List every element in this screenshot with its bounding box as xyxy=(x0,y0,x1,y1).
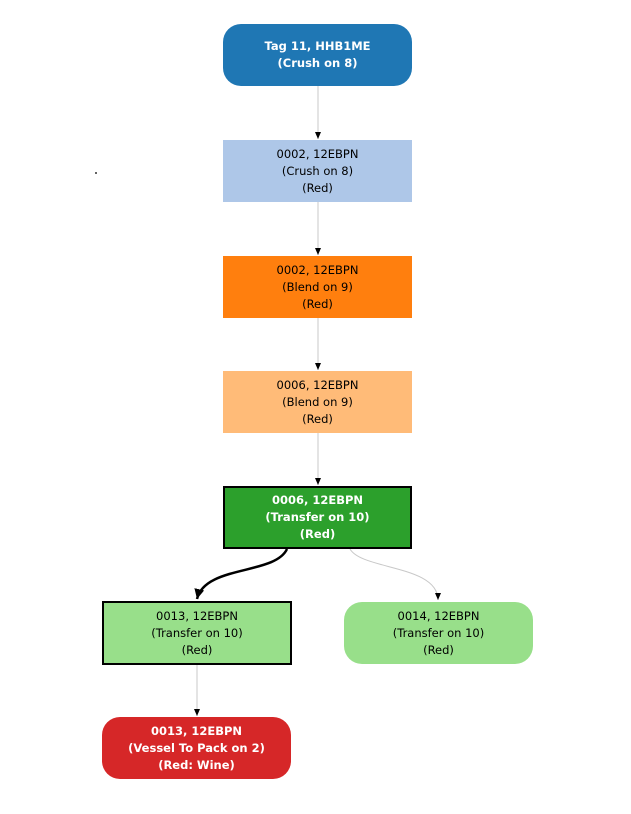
node-label-line3: (Red: Wine) xyxy=(158,757,235,772)
node-label-line2: (Transfer on 10) xyxy=(151,625,243,640)
node-label-line1: 0002, 12EBPN xyxy=(276,146,359,161)
node-label-line1: 0013, 12EBPN xyxy=(150,723,243,738)
node-label-line3: (Red) xyxy=(302,180,333,195)
node-label-line3: (Red) xyxy=(299,527,336,541)
node-label-line1: 0006, 12EBPN xyxy=(271,493,364,507)
node-label-line2: (Blend on 9) xyxy=(282,394,353,409)
edge-n4-n5 xyxy=(194,548,289,600)
node-label-line3: (Red) xyxy=(181,642,213,657)
node-label-line1: 0013, 12EBPN xyxy=(156,608,238,623)
node-label-line2: (Transfer on 10) xyxy=(392,625,485,640)
node-0002-blend[interactable]: 0002, 12EBPN (Blend on 9) (Red) xyxy=(223,256,412,318)
node-label-line1: 0006, 12EBPN xyxy=(276,377,359,392)
node-label-line3: (Red) xyxy=(423,642,454,657)
node-label-line2: (Crush on 8) xyxy=(281,163,354,178)
node-label-line3: (Red) xyxy=(302,296,333,311)
node-0006-transfer[interactable]: 0006, 12EBPN (Transfer on 10) (Red) xyxy=(223,486,412,549)
node-label-line2: (Blend on 9) xyxy=(282,279,353,294)
node-0013-vessel-to-pack[interactable]: 0013, 12EBPN (Vessel To Pack on 2) (Red:… xyxy=(102,717,291,779)
node-label-line3: (Red) xyxy=(302,411,333,426)
node-label-line1: 0002, 12EBPN xyxy=(276,262,359,277)
node-label-line2: (Vessel To Pack on 2) xyxy=(128,740,265,755)
node-label-line1: 0014, 12EBPN xyxy=(397,608,480,623)
node-label-line2: (Crush on 8) xyxy=(277,56,358,70)
node-0014-transfer[interactable]: 0014, 12EBPN (Transfer on 10) (Red) xyxy=(344,602,533,664)
node-0013-transfer[interactable]: 0013, 12EBPN (Transfer on 10) (Red) xyxy=(102,601,292,665)
node-label-line2: (Transfer on 10) xyxy=(265,510,370,524)
stray-dot xyxy=(95,172,97,174)
edge-n4-n6 xyxy=(349,548,441,601)
node-0006-blend[interactable]: 0006, 12EBPN (Blend on 9) (Red) xyxy=(223,371,412,433)
node-root[interactable]: Tag 11, HHB1ME (Crush on 8) xyxy=(223,24,412,86)
node-0002-crush[interactable]: 0002, 12EBPN (Crush on 8) (Red) xyxy=(223,140,412,202)
node-label-line1: Tag 11, HHB1ME xyxy=(264,39,371,53)
